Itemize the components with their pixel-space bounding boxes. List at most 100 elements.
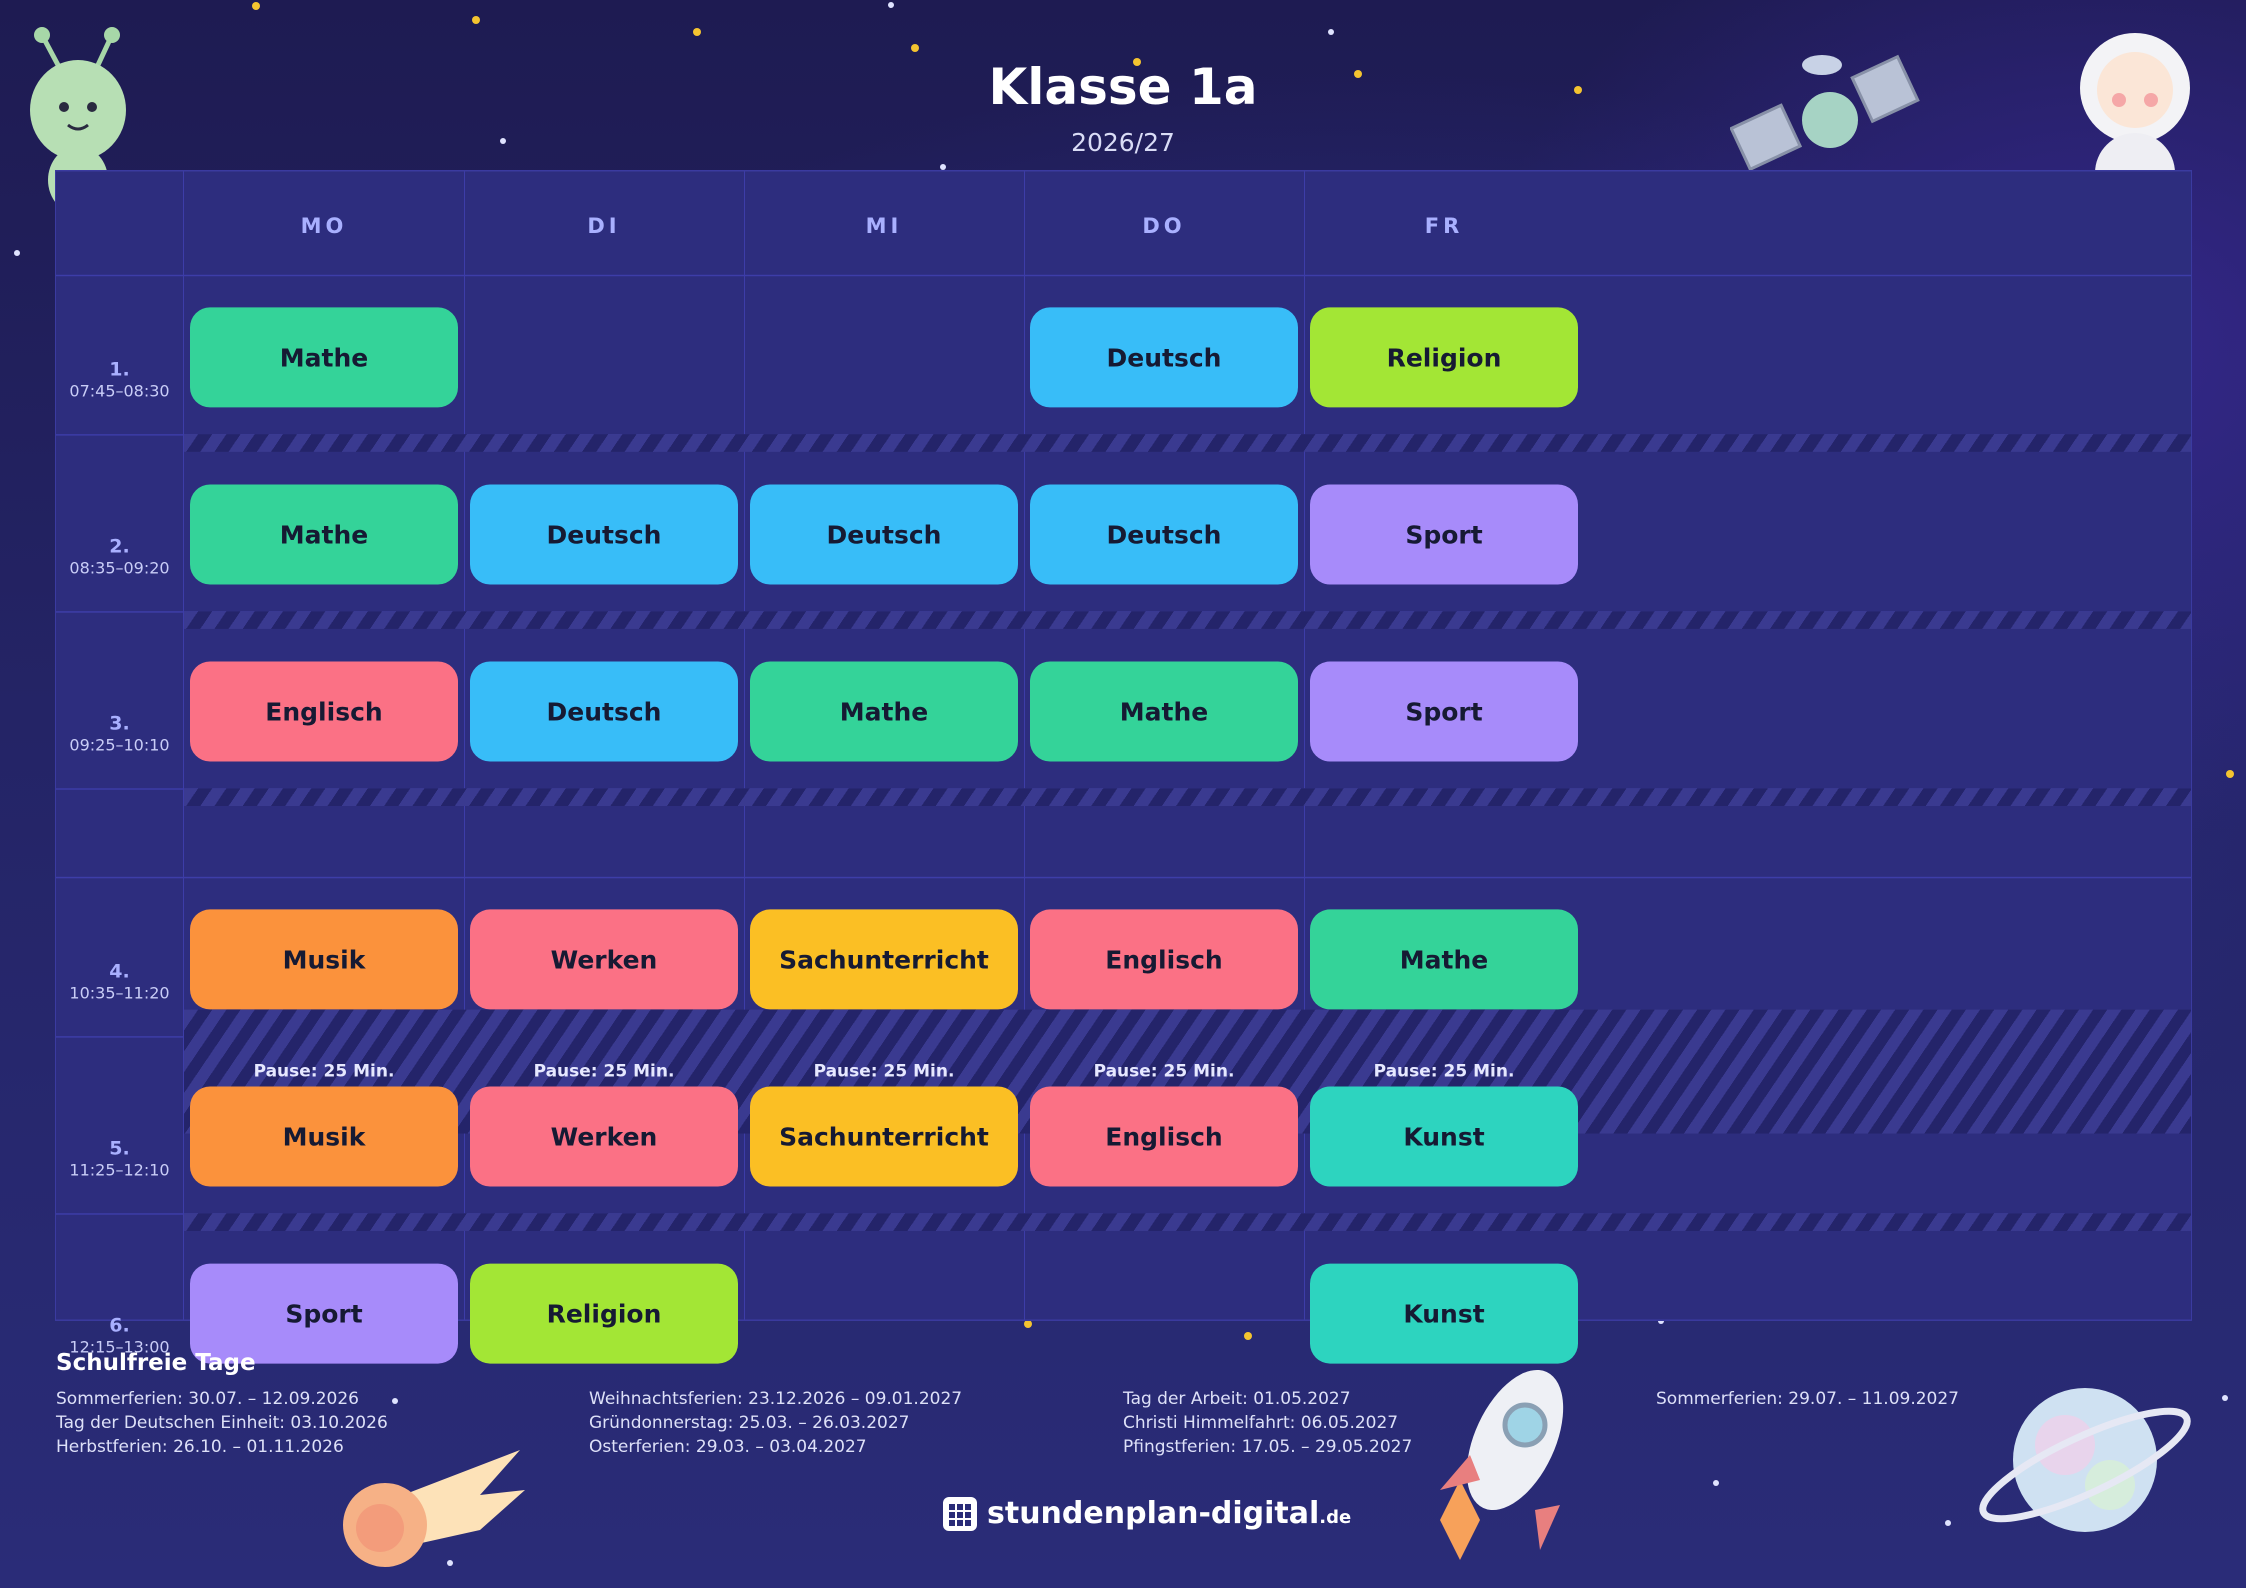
lesson-kunst[interactable]: Kunst — [1310, 1086, 1578, 1187]
lesson-werken[interactable]: Werken — [470, 909, 738, 1010]
day-header: DO — [1142, 214, 1186, 239]
star — [472, 16, 480, 24]
grid-column-divider — [183, 171, 184, 1320]
period-number: 3. — [109, 712, 130, 735]
period-time: 07:45–08:30 — [69, 381, 170, 401]
star — [392, 1398, 398, 1404]
day-header: FR — [1424, 214, 1464, 239]
star — [447, 1560, 453, 1566]
lesson-sport[interactable]: Sport — [1310, 484, 1578, 585]
period-number: 1. — [109, 358, 130, 381]
calendar-icon — [943, 1496, 977, 1531]
day-header: MI — [865, 214, 903, 239]
grid-column-divider — [744, 171, 745, 1320]
page-title: Klasse 1a — [988, 58, 1258, 116]
holiday-entry: Tag der Arbeit: 01.05.2027 — [1123, 1389, 1351, 1409]
lesson-sport[interactable]: Sport — [190, 1263, 458, 1364]
holiday-entry: Weihnachtsferien: 23.12.2026 – 09.01.202… — [589, 1389, 963, 1409]
grid-row-divider — [56, 274, 2191, 277]
star — [1574, 86, 1582, 94]
holiday-entry: Christi Himmelfahrt: 06.05.2027 — [1123, 1413, 1399, 1433]
lesson-englisch[interactable]: Englisch — [190, 661, 458, 762]
period-time: 08:35–09:20 — [69, 558, 170, 578]
lesson-mathe[interactable]: Mathe — [750, 661, 1018, 762]
star — [1658, 1318, 1664, 1324]
lesson-kunst[interactable]: Kunst — [1310, 1263, 1578, 1364]
star — [500, 138, 506, 144]
period-label: 6.12:15–13:00 — [56, 1315, 183, 1357]
period-time: 10:35–11:20 — [69, 983, 170, 1003]
holiday-entry: Sommerferien: 30.07. – 12.09.2026 — [56, 1389, 359, 1409]
period-time: 12:15–13:00 — [69, 1337, 170, 1357]
holiday-column: Sommerferien: 29.07. – 11.09.2027 — [1656, 1387, 1959, 1411]
planet-icon — [1979, 1388, 2191, 1532]
grid-column-divider — [1304, 171, 1305, 1320]
lesson-mathe[interactable]: Mathe — [190, 484, 458, 585]
holiday-column: Weihnachtsferien: 23.12.2026 – 09.01.202… — [589, 1387, 962, 1459]
school-year: 2026/27 — [1071, 128, 1175, 157]
grid-column-divider — [464, 171, 465, 1320]
star — [14, 250, 20, 256]
star — [1133, 58, 1141, 66]
holiday-entry: Pfingstferien: 17.05. – 29.05.2027 — [1123, 1437, 1413, 1457]
period-label: 4.10:35–11:20 — [56, 961, 183, 1003]
lesson-musik[interactable]: Musik — [190, 1086, 458, 1187]
lesson-sport[interactable]: Sport — [1310, 661, 1578, 762]
lesson-mathe[interactable]: Mathe — [1310, 909, 1578, 1010]
grid-column-divider — [1024, 171, 1025, 1320]
star — [1354, 70, 1362, 78]
pause-label: Pause: 25 Min. — [253, 1061, 395, 1082]
lesson-deutsch[interactable]: Deutsch — [750, 484, 1018, 585]
holiday-entry: Osterferien: 29.03. – 03.04.2027 — [589, 1437, 867, 1457]
star — [940, 164, 946, 170]
lesson-mathe[interactable]: Mathe — [190, 307, 458, 408]
lesson-deutsch[interactable]: Deutsch — [1030, 307, 1298, 408]
star — [1713, 1480, 1719, 1486]
period-number: 4. — [109, 960, 130, 983]
star — [1024, 1320, 1032, 1328]
lesson-werken[interactable]: Werken — [470, 1086, 738, 1187]
period-separator — [184, 611, 2191, 629]
lesson-religion[interactable]: Religion — [1310, 307, 1578, 408]
star — [888, 2, 894, 8]
lesson-mathe[interactable]: Mathe — [1030, 661, 1298, 762]
lesson-deutsch[interactable]: Deutsch — [1030, 484, 1298, 585]
lesson-deutsch[interactable]: Deutsch — [470, 484, 738, 585]
brand-logo[interactable]: stundenplan-digital.de — [943, 1496, 1351, 1531]
lesson-musik[interactable]: Musik — [190, 909, 458, 1010]
star — [252, 2, 260, 10]
star — [911, 44, 919, 52]
period-time: 09:25–10:10 — [69, 735, 170, 755]
period-time: 11:25–12:10 — [69, 1160, 170, 1180]
period-separator — [184, 1213, 2191, 1231]
star — [2226, 770, 2234, 778]
holiday-entry: Sommerferien: 29.07. – 11.09.2027 — [1656, 1389, 1959, 1409]
pause-label: Pause: 25 Min. — [1373, 1061, 1515, 1082]
period-number: 5. — [109, 1137, 130, 1160]
satellite-icon — [1730, 54, 1920, 172]
lesson-deutsch[interactable]: Deutsch — [470, 661, 738, 762]
lesson-religion[interactable]: Religion — [470, 1263, 738, 1364]
period-label: 3.09:25–10:10 — [56, 713, 183, 755]
period-label: 2.08:35–09:20 — [56, 536, 183, 578]
period-label: 5.11:25–12:10 — [56, 1138, 183, 1180]
comet-icon — [343, 1450, 525, 1567]
period-label: 1.07:45–08:30 — [56, 359, 183, 401]
star — [1945, 1520, 1951, 1526]
period-number: 2. — [109, 535, 130, 558]
lesson-englisch[interactable]: Englisch — [1030, 1086, 1298, 1187]
lesson-sachunterricht[interactable]: Sachunterricht — [750, 909, 1018, 1010]
pause-label: Pause: 25 Min. — [1093, 1061, 1235, 1082]
holiday-entry: Gründonnerstag: 25.03. – 26.03.2027 — [589, 1413, 910, 1433]
lesson-sachunterricht[interactable]: Sachunterricht — [750, 1086, 1018, 1187]
star — [693, 28, 701, 36]
star — [1328, 29, 1334, 35]
day-header: MO — [300, 214, 348, 239]
pause-label: Pause: 25 Min. — [533, 1061, 675, 1082]
lesson-englisch[interactable]: Englisch — [1030, 909, 1298, 1010]
alien-icon — [30, 27, 126, 214]
rocket-icon — [1440, 1369, 1564, 1560]
